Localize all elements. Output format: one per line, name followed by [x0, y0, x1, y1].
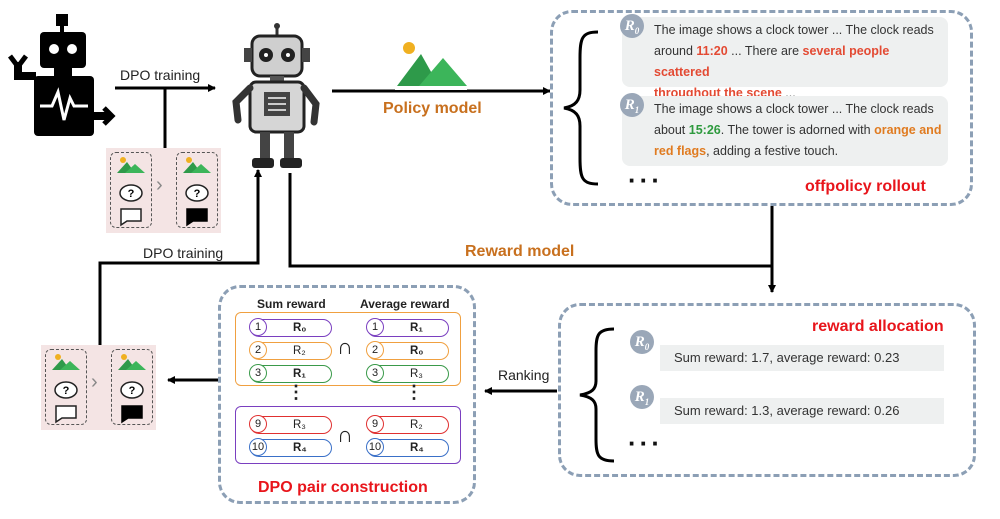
- reward-allocation-title: reward allocation: [812, 318, 944, 335]
- policy-robot-icon: [232, 23, 320, 168]
- allocation-row-0: Sum reward: 1.7, average reward: 0.23: [660, 345, 944, 371]
- rollout-response-0: R0 The image shows a clock tower ... The…: [620, 14, 948, 100]
- sum-reward-header: Sum reward: [257, 297, 326, 311]
- chosen-column: ?: [111, 349, 153, 425]
- ranking-label: Ranking: [498, 367, 550, 383]
- rejected-column: ?: [110, 152, 152, 228]
- svg-text:?: ?: [128, 188, 135, 200]
- preference-pair-top: ? › ?: [106, 148, 221, 233]
- reward-allocation-panel: [558, 303, 976, 477]
- reward-model-label: Reward model: [465, 243, 575, 260]
- top-rank-group: [235, 312, 461, 386]
- intersection-symbol-top: ∩: [337, 334, 353, 359]
- sum-rank-pill-10: 10 R₄: [249, 438, 332, 457]
- preference-pair-bottom: ? › ?: [41, 345, 156, 430]
- rollout-ellipsis: ···: [628, 165, 663, 195]
- allocation-row-1: Sum reward: 1.3, average reward: 0.26: [660, 398, 944, 424]
- avg-rank-pill-9: 9 R₂: [366, 415, 449, 434]
- response-badge-r1: R1: [620, 93, 644, 117]
- sum-rank-pill-9: 9 R₃: [249, 415, 332, 434]
- average-reward-header: Average reward: [360, 297, 450, 311]
- dpo-training-left-label: DPO training: [143, 245, 224, 261]
- preference-gt-bottom: ›: [91, 371, 98, 393]
- avg-vdots: ⋮: [405, 382, 423, 402]
- offpolicy-rollout-title: offpolicy rollout: [805, 178, 926, 195]
- sum-rank-pill-1: 1 R₀: [249, 318, 332, 337]
- bottom-rank-group: [235, 406, 461, 464]
- allocation-brace: [579, 327, 615, 463]
- dpo-pair-construction-title: DPO pair construction: [258, 479, 428, 496]
- avg-rank-pill-3: 3 R₃: [366, 364, 449, 383]
- rollout-brace: [563, 30, 599, 186]
- svg-text:?: ?: [194, 188, 201, 200]
- allocation-ellipsis: ···: [628, 428, 663, 458]
- trainer-robot-icon: [8, 14, 116, 136]
- dpo-training-top-label: DPO training: [120, 67, 201, 83]
- svg-text:?: ?: [129, 385, 136, 397]
- allocation-badge-r1: R1: [630, 385, 654, 409]
- sum-vdots: ⋮: [287, 382, 305, 402]
- sum-rank-pill-2: 2 R₂: [249, 341, 332, 360]
- avg-rank-pill-2: 2 R₀: [366, 341, 449, 360]
- avg-rank-pill-10: 10 R₄: [366, 438, 449, 457]
- avg-rank-pill-1: 1 R₁: [366, 318, 449, 337]
- rejected-column: ?: [45, 349, 87, 425]
- sum-rank-pill-3: 3 R₁: [249, 364, 332, 383]
- chosen-column: ?: [176, 152, 218, 228]
- intersection-symbol-bottom: ∩: [337, 422, 353, 447]
- policy-model-label: Policy model: [383, 100, 482, 117]
- image-icon: [395, 38, 467, 90]
- allocation-badge-r0: R0: [630, 330, 654, 354]
- rollout-response-1: R1 The image shows a clock tower ... The…: [620, 93, 948, 166]
- response-badge-r0: R0: [620, 14, 644, 38]
- svg-text:?: ?: [63, 385, 70, 397]
- preference-gt-top: ›: [156, 174, 163, 196]
